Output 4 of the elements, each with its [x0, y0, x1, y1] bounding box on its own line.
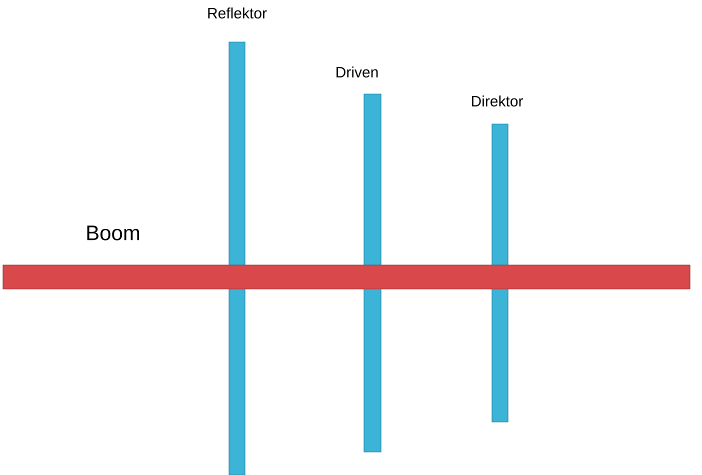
element-label: Boom	[87, 226, 140, 240]
element-label: Reflektor	[208, 8, 267, 18]
element-label: Direktor	[472, 96, 523, 106]
element-label: Driven	[336, 66, 378, 78]
